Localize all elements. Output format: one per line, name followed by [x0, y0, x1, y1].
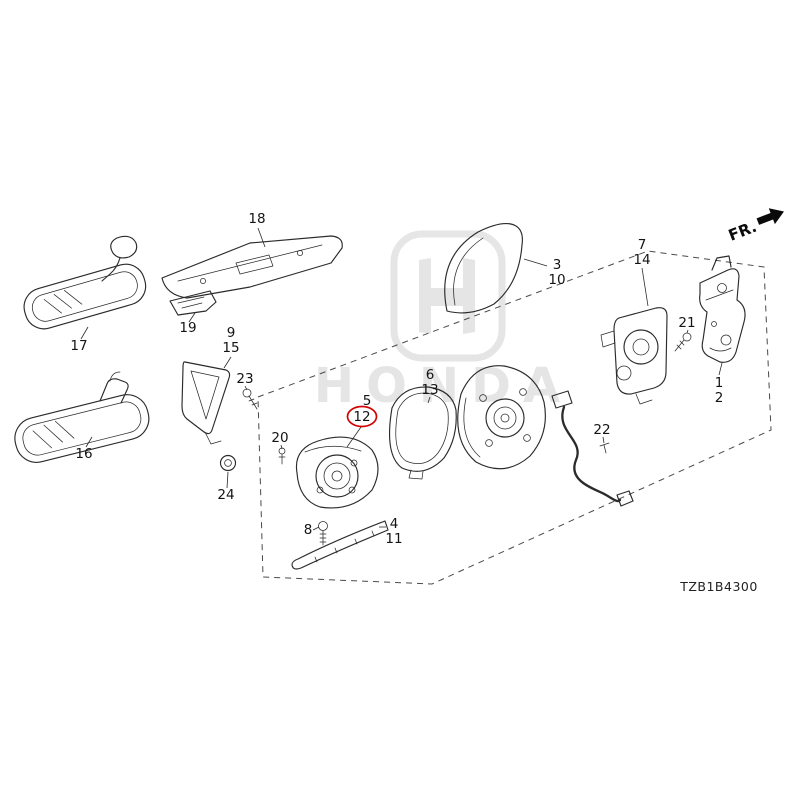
- screw-8-icon: [318, 521, 328, 546]
- watermark-text: HONDA: [314, 358, 572, 414]
- callout-8: 8: [304, 522, 313, 538]
- highlight-ring: [346, 405, 378, 428]
- callout-labels: 18 19 17 16 9 15 23 24 20 8 5 12 6 13 3 …: [70, 211, 723, 547]
- callout-23: 23: [236, 371, 253, 387]
- part-corner-garnish: [181, 361, 231, 445]
- callout-2: 2: [715, 390, 724, 406]
- assembly-boundary-box: [257, 250, 772, 585]
- callout-10: 10: [548, 272, 565, 288]
- honda-watermark: HONDA: [314, 230, 572, 414]
- callout-24: 24: [217, 487, 234, 503]
- nut-24-icon: [219, 454, 237, 472]
- callout-4: 4: [390, 516, 399, 532]
- callout-9: 9: [227, 325, 236, 341]
- part-housing-seal: [291, 520, 389, 570]
- part-inside-mirror-upper: [23, 235, 147, 330]
- callout-1: 1: [715, 375, 724, 391]
- part-mirror-bracket: [169, 290, 217, 316]
- callout-7: 7: [638, 237, 647, 253]
- callout-14: 14: [633, 252, 650, 268]
- callout-21: 21: [678, 315, 695, 331]
- clip-20-icon: [278, 447, 286, 465]
- part-mirror-actuator: [600, 307, 668, 405]
- part-inside-mirror-lower: [14, 371, 150, 463]
- callout-3: 3: [553, 257, 562, 273]
- screw-21-icon: [674, 332, 692, 352]
- callout-18: 18: [248, 211, 265, 227]
- callout-5: 5: [363, 393, 372, 409]
- fr-arrow-icon: [756, 208, 784, 225]
- honda-h-icon: [419, 258, 475, 334]
- callout-16: 16: [75, 446, 92, 462]
- fr-direction-indicator: FR.: [726, 208, 784, 245]
- part-mirror-base: [699, 255, 746, 363]
- fr-label: FR.: [726, 218, 759, 245]
- callout-22: 22: [593, 422, 610, 438]
- part-mirror-housing: [295, 436, 379, 509]
- part-mirror-glass: [388, 386, 457, 480]
- callout-20: 20: [271, 430, 288, 446]
- diagram-code: TZB1B4300: [679, 579, 758, 594]
- callout-15: 15: [222, 340, 239, 356]
- leader-lines: [80, 227, 723, 531]
- part-mirror-cap: [444, 222, 523, 314]
- part-mirror-housing-front: [457, 365, 546, 470]
- callout-13: 13: [421, 382, 438, 398]
- callout-6: 6: [426, 367, 435, 383]
- part-harness: [551, 390, 634, 507]
- screw-23-icon: [242, 388, 258, 410]
- part-roof-garnish: [161, 235, 343, 299]
- callout-12-highlighted: 12: [353, 409, 370, 425]
- callout-17: 17: [70, 338, 87, 354]
- callout-11: 11: [385, 531, 402, 547]
- callout-19: 19: [179, 320, 196, 336]
